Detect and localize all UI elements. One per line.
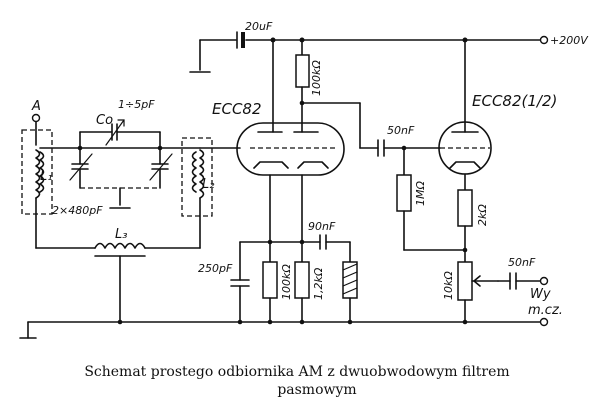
antenna-terminal	[31, 113, 41, 146]
r-12k-label: 1,2kΩ	[312, 267, 325, 300]
l2-shield	[181, 137, 213, 217]
input-capacitor	[236, 31, 245, 49]
cap-90nF	[319, 234, 327, 250]
l1-label: L₁	[40, 169, 52, 184]
tuning-capacitor	[69, 147, 173, 209]
l3-coil	[94, 242, 146, 249]
co-value-label: 1÷5pF	[118, 98, 155, 111]
co-label: Co	[96, 113, 113, 128]
cap-90-label: 90nF	[308, 220, 336, 233]
r-100k-label: 100kΩ	[280, 264, 293, 300]
caption-line1: Schemat prostego odbiornika AM z dwuobwo…	[84, 364, 510, 380]
l3-label: L₃	[115, 227, 127, 242]
tube1-envelope	[236, 122, 345, 176]
r-plate2-label: 2kΩ	[476, 204, 489, 226]
r-plate-label: 100kΩ	[310, 60, 323, 96]
r-1-2k-resistor	[294, 261, 310, 299]
r-grid-label: 1MΩ	[414, 181, 427, 206]
l2-label: L₂	[202, 177, 214, 192]
cap-250-label: 250pF	[198, 262, 233, 275]
l2-coil	[199, 149, 205, 199]
tuning-cap-label: 2×480pF	[52, 204, 103, 217]
tube1-label: ECC82	[212, 100, 262, 118]
l1-shield	[21, 129, 53, 215]
r-100k-resistor	[262, 261, 278, 299]
cap-250pF	[230, 279, 250, 287]
r-plate-resistor	[295, 54, 310, 88]
output-label: Wy	[530, 287, 551, 302]
output2-label: m.cz.	[528, 303, 563, 318]
potentiometer	[457, 261, 499, 301]
antenna-label: A	[31, 99, 41, 114]
supply-label: +200V	[550, 34, 589, 47]
r-grid-resistor	[396, 174, 412, 212]
hatched-resistor	[342, 261, 358, 299]
l1-coil	[35, 149, 41, 199]
coupling-capacitor	[377, 139, 385, 157]
coupling-cap-label: 50nF	[387, 124, 415, 137]
out-cap-label: 50nF	[508, 256, 536, 269]
pot-label: 10kΩ	[442, 271, 455, 300]
r-cathode-resistor	[457, 189, 473, 227]
ground-rail	[19, 317, 549, 339]
input-cap-label: 20uF	[245, 20, 273, 33]
tube2-label: ECC82(1/2)	[472, 92, 557, 110]
output-capacitor	[497, 272, 549, 290]
co-capacitor	[79, 119, 161, 149]
caption-line2: pasmowym	[277, 382, 357, 398]
supply-rail	[189, 35, 549, 73]
